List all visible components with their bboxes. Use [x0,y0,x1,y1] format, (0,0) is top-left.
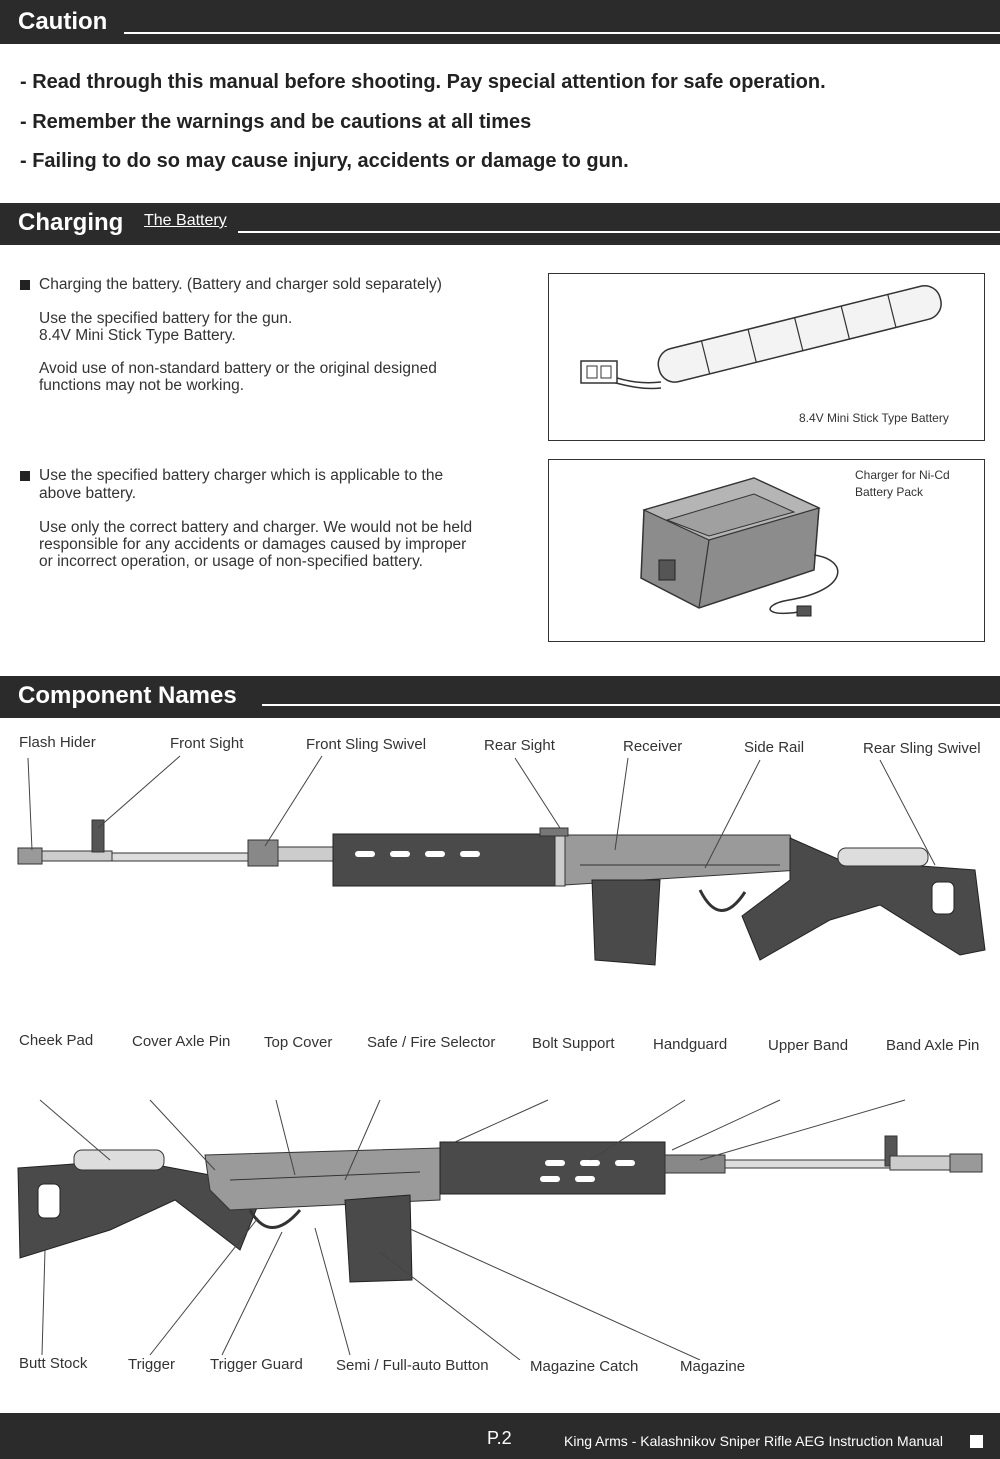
battery-instructions: Charging the battery. (Battery and charg… [20,276,520,394]
label-receiver: Receiver [623,738,683,755]
label-safe-fire-selector: Safe / Fire Selector [367,1034,496,1051]
bullet-square-icon [20,280,30,290]
label-cheek-pad: Cheek Pad [19,1032,94,1049]
receiver-shape [564,834,801,886]
charger-head: Use the specified battery charger which … [39,467,444,502]
header-rule [262,704,1000,706]
charging-title: Charging [18,209,124,236]
caution-line-3: - Failing to do so may cause injury, acc… [20,150,629,172]
label-handguard: Handguard [653,1036,728,1053]
label-trigger: Trigger [128,1356,175,1373]
caution-line-1: - Read through this manual before shooti… [20,71,826,93]
charger-para: Use only the correct battery and charger… [39,519,473,570]
charging-subtitle: The Battery [144,212,227,229]
magazine-shape [344,1194,413,1283]
battery-para-1: Use the specified battery for the gun. 8… [39,310,293,344]
label-semi-full-auto-button: Semi / Full-auto Button [336,1357,489,1374]
cheek-pad-shape [73,1149,165,1171]
label-butt-stock: Butt Stock [19,1355,88,1372]
component-names-header: Component Names [0,676,1000,718]
label-front-sling-swivel: Front Sling Swivel [306,736,427,753]
end-square-icon [970,1435,983,1448]
handguard-shape [439,1141,666,1195]
label-front-sight: Front Sight [170,735,244,752]
handguard-shape [332,833,556,887]
receiver-shape [204,1147,441,1211]
header-rule [124,32,1000,34]
charging-header: Charging The Battery [0,203,1000,245]
footer: P.2 King Arms - Kalashnikov Sniper Rifle… [0,1413,1000,1459]
battery-caption: 8.4V Mini Stick Type Battery [799,411,949,425]
label-top-cover: Top Cover [264,1034,333,1051]
label-magazine: Magazine [680,1358,746,1375]
rifle-right-side-diagram [17,755,986,966]
caution-line-2: - Remember the warnings and be cautions … [20,111,532,133]
magazine-shape [591,879,661,966]
charger-caption: Charger for Ni-Cd Battery Pack [855,468,950,499]
label-rear-sling-swivel: Rear Sling Swivel [863,740,981,757]
label-cover-axle-pin: Cover Axle Pin [132,1033,231,1050]
caution-title: Caution [18,8,108,35]
battery-illustration [580,284,942,390]
battery-image-box: 8.4V Mini Stick Type Battery [548,273,985,441]
label-side-rail: Side Rail [744,739,805,756]
bullet-square-icon [20,471,30,481]
cheek-pad-shape [837,847,929,867]
manual-title: King Arms - Kalashnikov Sniper Rifle AEG… [564,1433,943,1449]
butt-stock-shape [741,837,986,961]
label-band-axle-pin: Band Axle Pin [886,1037,980,1054]
front-sight-shape [91,819,105,853]
component-names-title: Component Names [18,682,237,709]
label-flash-hider: Flash Hider [19,734,96,751]
caution-header: Caution [0,0,1000,44]
charger-instructions: Use the specified battery charger which … [20,467,520,570]
label-upper-band: Upper Band [768,1037,849,1054]
rifle-left-side-diagram [17,1099,983,1360]
label-rear-sight: Rear Sight [484,737,555,754]
page-number: P.2 [487,1428,512,1448]
label-bolt-support: Bolt Support [532,1035,615,1052]
battery-para-2: Avoid use of non-standard battery or the… [39,360,437,394]
charger-illustration [640,477,839,617]
label-magazine-catch: Magazine Catch [530,1358,639,1375]
battery-head: Charging the battery. (Battery and charg… [39,276,442,293]
flash-hider-shape [17,847,43,865]
header-rule [238,231,1000,233]
label-trigger-guard: Trigger Guard [210,1356,303,1373]
charger-image-box: Charger for Ni-Cd Battery Pack [548,459,985,642]
